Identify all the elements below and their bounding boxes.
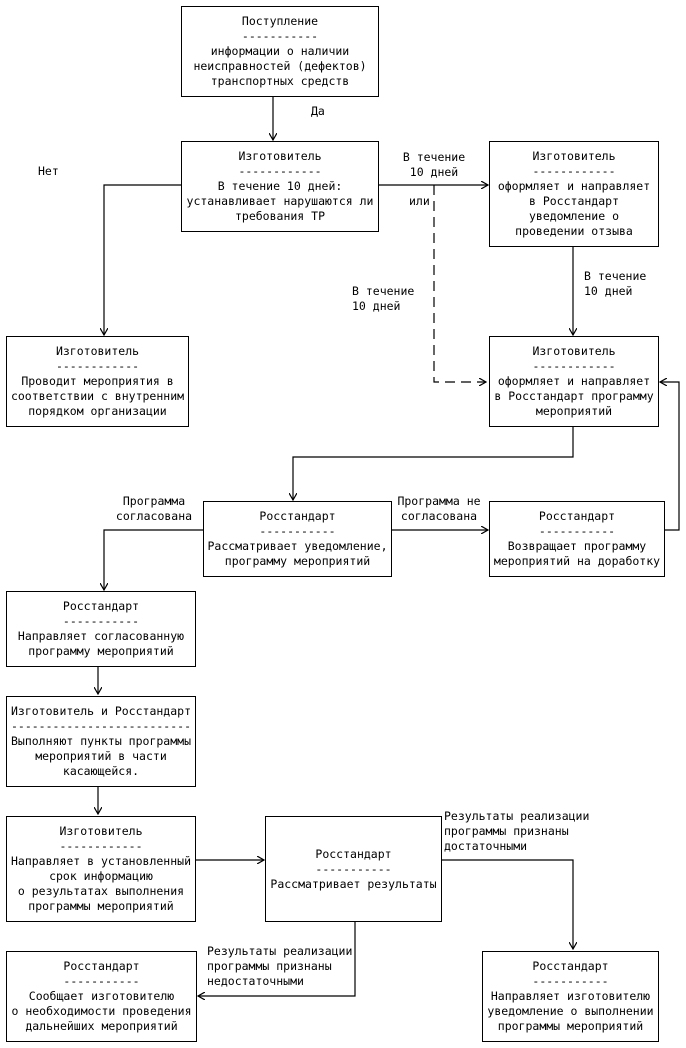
- arrow-b7-b5: [660, 382, 680, 531]
- box-rosstandart-sends-approved: Росстандарт ----------- Направляет согла…: [6, 591, 196, 667]
- box-rosstandart-reviews-results: Росстандарт ----------- Рассматривает ре…: [265, 816, 442, 922]
- label-program-not-approved: Программа не согласована: [397, 494, 481, 523]
- label-no: Нет: [38, 164, 59, 178]
- box-manufacturer-checks-tr: Изготовитель ------------ В течение 10 д…: [181, 141, 379, 232]
- box-incoming-defect-info: Поступление ----------- информации о нал…: [181, 6, 379, 97]
- box-manufacturer-sends-results: Изготовитель ------------ Направляет в у…: [6, 816, 196, 922]
- box-manufacturer-internal-measures: Изготовитель ------------ Проводит мероп…: [6, 336, 189, 427]
- arrow-b6-b8: [104, 529, 203, 590]
- arrow-b2-b4: [104, 184, 181, 335]
- box-rosstandart-returns-program: Росстандарт ----------- Возвращает прогр…: [489, 501, 665, 577]
- box-rosstandart-reviews: Росстандарт ----------- Рассматривает ув…: [203, 501, 392, 577]
- box-manufacturer-sends-program: Изготовитель ------------ оформляет и на…: [489, 336, 659, 427]
- box-manufacturer-recall-notice: Изготовитель ------------ оформляет и на…: [489, 141, 659, 247]
- box-rosstandart-completion-notice: Росстандарт ----------- Направляет изгот…: [482, 951, 659, 1042]
- arrow-b11-b12: [198, 921, 356, 996]
- box-rosstandart-further-measures: Росстандарт ----------- Сообщает изготов…: [6, 951, 197, 1042]
- arrow-b11-b13: [441, 859, 573, 949]
- label-program-approved: Программа согласована: [115, 494, 193, 523]
- label-within-10-days-right: В течение 10 дней: [584, 269, 647, 298]
- box-joint-execution: Изготовитель и Росстандарт -------------…: [6, 696, 196, 787]
- arrow-b5-b6: [293, 426, 574, 500]
- label-results-sufficient: Результаты реализации программы признаны…: [444, 809, 590, 853]
- label-within-10-days-dashed: В течение 10 дней: [352, 284, 415, 313]
- label-results-insufficient: Результаты реализации программы признаны…: [207, 944, 353, 988]
- label-or: или: [409, 194, 430, 208]
- label-within-10-days-top: В течение 10 дней: [402, 150, 466, 179]
- arrow-dashed-b2-b5: [433, 185, 486, 382]
- label-yes: Да: [311, 104, 325, 118]
